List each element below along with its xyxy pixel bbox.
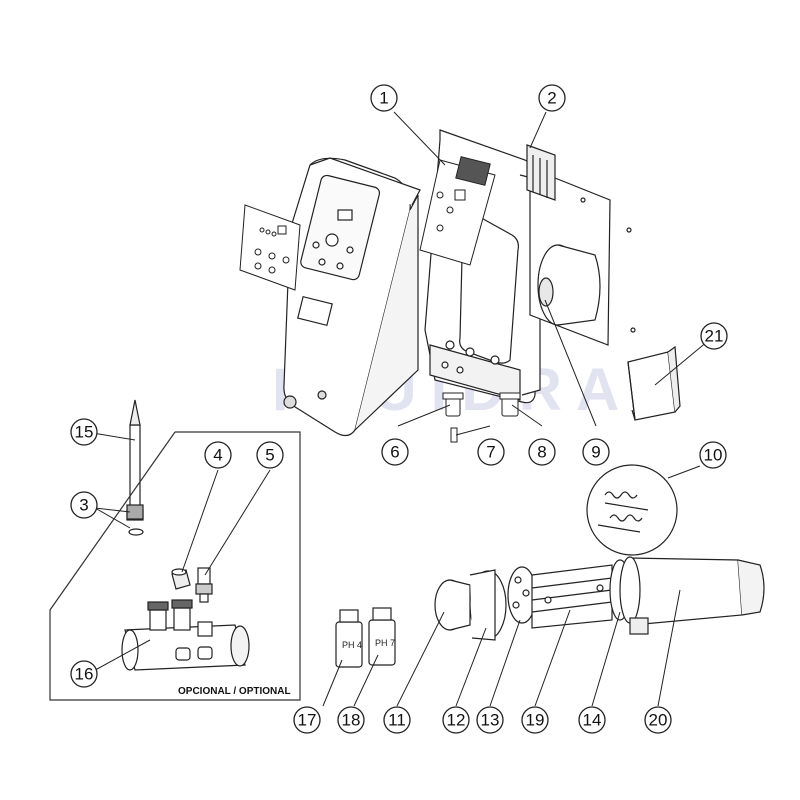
svg-text:18: 18 bbox=[342, 711, 361, 730]
cell-nut-12 bbox=[469, 569, 507, 641]
ph7-label: PH 7 bbox=[375, 638, 395, 648]
callout-18: 18 bbox=[337, 706, 365, 734]
ph7-buffer-bottle-18 bbox=[368, 607, 396, 666]
svg-text:5: 5 bbox=[265, 446, 274, 465]
svg-text:12: 12 bbox=[447, 711, 466, 730]
callout-19: 19 bbox=[521, 706, 549, 734]
svg-text:1: 1 bbox=[379, 89, 388, 108]
svg-text:10: 10 bbox=[704, 446, 723, 465]
callout-17: 17 bbox=[293, 706, 321, 734]
svg-text:3: 3 bbox=[79, 496, 88, 515]
probe-15 bbox=[126, 399, 144, 521]
callout-15: 15 bbox=[70, 418, 98, 446]
ph4-buffer-bottle-17 bbox=[335, 609, 363, 668]
svg-text:15: 15 bbox=[75, 423, 94, 442]
callout-20: 20 bbox=[644, 706, 672, 734]
callout-1: 1 bbox=[370, 84, 398, 112]
svg-text:20: 20 bbox=[649, 711, 668, 730]
callout-7: 7 bbox=[477, 438, 505, 466]
electrode-head-13 bbox=[507, 566, 537, 624]
cable-gland-8 bbox=[499, 392, 521, 417]
svg-text:11: 11 bbox=[388, 711, 406, 730]
front-cover-housing bbox=[283, 157, 421, 437]
svg-text:19: 19 bbox=[526, 711, 545, 730]
optional-label: OPCIONAL / OPTIONAL bbox=[178, 686, 291, 697]
cap-nut-4 bbox=[171, 568, 191, 590]
callout-14: 14 bbox=[578, 706, 606, 734]
electrode-plates-19 bbox=[531, 564, 613, 629]
callout-16: 16 bbox=[70, 660, 98, 688]
callout-6: 6 bbox=[381, 438, 409, 466]
svg-text:4: 4 bbox=[213, 446, 222, 465]
svg-text:6: 6 bbox=[390, 443, 399, 462]
cell-plug-11 bbox=[434, 579, 471, 631]
injection-valve-5 bbox=[195, 567, 213, 603]
control-pcb bbox=[419, 156, 496, 266]
probe-manifold-16 bbox=[121, 599, 250, 671]
callout-13: 13 bbox=[476, 706, 504, 734]
svg-text:14: 14 bbox=[583, 711, 602, 730]
callout-5: 5 bbox=[256, 441, 284, 469]
spring-kit-10 bbox=[586, 464, 678, 556]
svg-text:21: 21 bbox=[705, 327, 724, 346]
ph4-label: PH 4 bbox=[342, 640, 362, 650]
callout-11: 11 bbox=[383, 706, 411, 734]
cable-gland-6 bbox=[442, 392, 464, 417]
optional-group-frame bbox=[49, 431, 301, 701]
svg-text:2: 2 bbox=[547, 89, 556, 108]
keypad-overlay-sticker bbox=[239, 204, 301, 291]
callout-10: 10 bbox=[699, 441, 727, 469]
callout-21: 21 bbox=[700, 322, 728, 350]
transformer-coil bbox=[537, 244, 601, 326]
leader-lines bbox=[86, 111, 715, 707]
callout-8: 8 bbox=[528, 438, 556, 466]
svg-text:16: 16 bbox=[75, 665, 94, 684]
callout-9: 9 bbox=[582, 438, 610, 466]
callout-3: 3 bbox=[70, 491, 98, 519]
svg-text:9: 9 bbox=[591, 443, 600, 462]
cell-body-20 bbox=[619, 556, 765, 635]
svg-text:13: 13 bbox=[481, 711, 500, 730]
svg-text:8: 8 bbox=[537, 443, 546, 462]
callout-4: 4 bbox=[204, 441, 232, 469]
callout-2: 2 bbox=[538, 84, 566, 112]
svg-text:17: 17 bbox=[298, 711, 317, 730]
callout-12: 12 bbox=[442, 706, 470, 734]
terminal-cover-21 bbox=[627, 345, 681, 421]
svg-text:7: 7 bbox=[486, 443, 495, 462]
